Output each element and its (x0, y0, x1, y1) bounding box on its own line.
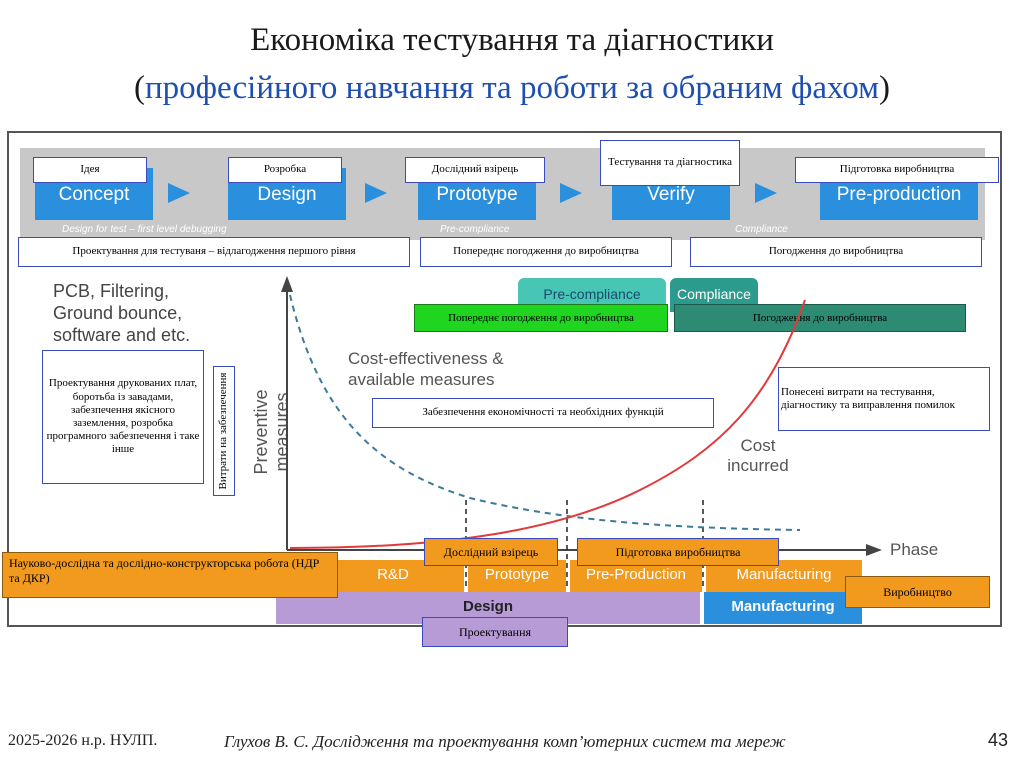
band-ua-compliance: Погодження до виробництва (690, 237, 982, 267)
arrow-icon (755, 183, 777, 203)
cost-effectiveness-curve (289, 294, 801, 531)
phase-ua-prototype: Дослідний взірець (424, 538, 558, 566)
pcb-ua-box: Проектування друкованих плат, боротьба і… (42, 350, 204, 484)
stage-ua-concept: Ідея (33, 157, 147, 183)
stage-ua-preproduction: Підготовка виробництва (795, 157, 999, 183)
slide-title: Економіка тестування та діагностики (250, 22, 774, 58)
band-ua-dft: Проектування для тестуваня – відлагоджен… (18, 237, 410, 267)
band-label-compliance: Compliance (735, 224, 788, 235)
tab-ua-compliance: Погодження до виробництва (674, 304, 966, 332)
band-ua-precompliance: Попереднє погодження до виробництва (420, 237, 672, 267)
arrow-icon (560, 183, 582, 203)
page-number: 43 (988, 730, 1009, 750)
footer-author: Глухов В. С. Дослідження та проектування… (224, 732, 786, 751)
cost-effectiveness-ua: Забезпечення економічності та необхідних… (372, 398, 714, 428)
phase-manufacturing: Manufacturing (706, 560, 862, 592)
phase-ua-design: Проектування (422, 617, 568, 647)
band-label-dft: Design for test – first level debugging (62, 224, 227, 235)
tab-ua-precompliance: Попереднє погодження до виробництва (414, 304, 668, 332)
slide-subtitle: (професійного навчання та роботи за обра… (134, 70, 890, 106)
pcb-text: PCB, Filtering, Ground bounce, software … (53, 281, 191, 345)
arrow-icon (365, 183, 387, 203)
phase-manufacturing-blue: Manufacturing (704, 592, 862, 624)
cost-incurred-ua: Понесені витрати на тестування, діагност… (778, 367, 990, 431)
arrow-icon (168, 183, 190, 203)
cost-incurred-curve (289, 299, 806, 549)
stage-ua-prototype: Дослідний взірець (405, 157, 545, 183)
stage-ua-verify: Тестування та діагностика (600, 140, 740, 186)
x-axis-label: Phase (890, 540, 939, 559)
stage-ua-design: Розробка (228, 157, 342, 183)
band-label-precompliance: Pre-compliance (440, 224, 510, 235)
phase-ua-rd: Науково-дослідна та дослідно-конструктор… (2, 552, 338, 598)
y-axis-arrow-icon (281, 276, 293, 292)
x-axis-arrow-icon (866, 544, 882, 556)
cost-effectiveness-label: Cost-effectiveness & available measures (348, 349, 504, 389)
footer-year: 2025-2026 н.р. НУЛП. (8, 732, 158, 749)
phase-ua-preproduction: Підготовка виробництва (577, 538, 779, 566)
phase-ua-manufacturing: Виробництво (845, 576, 990, 608)
cost-incurred-label: Cost incurred (727, 436, 789, 475)
